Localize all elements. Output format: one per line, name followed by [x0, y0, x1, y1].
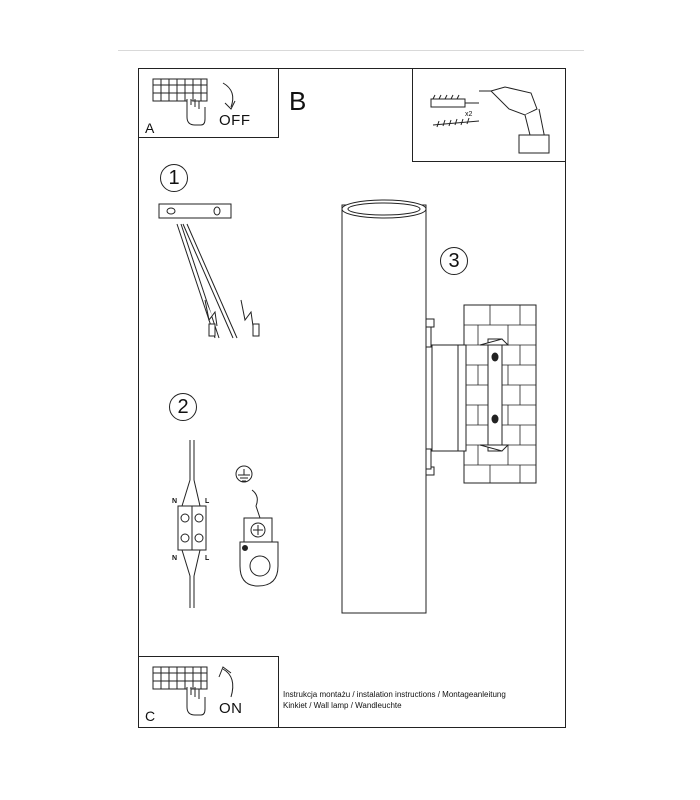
terminal-block-off-icon	[152, 78, 236, 126]
step-2-badge: 2	[169, 393, 197, 421]
wall-lamp-mounted-icon	[341, 199, 537, 614]
step-3-badge: 3	[440, 247, 468, 275]
caption-instructions: Instrukcja montażu / instalation instruc…	[283, 690, 506, 699]
panel-c-letter: C	[145, 708, 156, 724]
terminal-l-bottom: L	[205, 555, 210, 562]
terminal-n-bottom: N	[172, 555, 178, 562]
top-divider-line	[118, 50, 584, 51]
instruction-sheet-frame	[138, 68, 566, 728]
panel-b-letter: B	[289, 86, 307, 116]
mounting-bracket-with-dowels-icon	[158, 203, 260, 339]
off-label: OFF	[219, 112, 251, 129]
terminal-l-top: L	[205, 498, 210, 505]
panel-a-switch-off: A OFF	[138, 68, 279, 138]
terminal-block-on-icon	[152, 666, 234, 716]
terminal-n-top: N	[172, 498, 178, 505]
panel-c-switch-on: C ON	[138, 656, 279, 728]
wiring-terminal-icon	[177, 440, 207, 608]
caption-product: Kinkiet / Wall lamp / Wandleuchte	[283, 701, 402, 710]
step-1-badge: 1	[160, 164, 188, 192]
drill-and-dowels-icon	[430, 86, 550, 154]
ground-connector-icon	[235, 465, 279, 587]
on-label: ON	[219, 700, 243, 717]
quantity-label: x2	[465, 111, 473, 118]
panel-a-letter: A	[145, 120, 155, 136]
tools-panel: x2	[412, 68, 566, 162]
